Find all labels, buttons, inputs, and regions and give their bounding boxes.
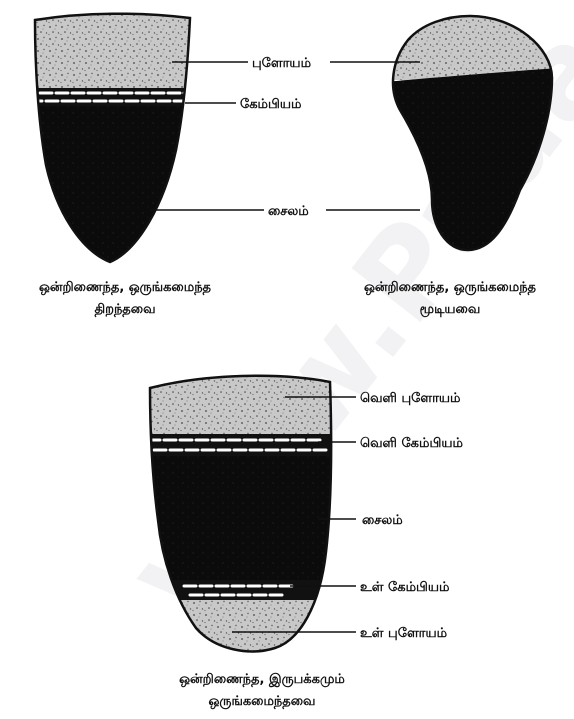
label-inner-phloem: உள் புளோயம் bbox=[360, 626, 448, 641]
caption-open-line2: திறந்தவை bbox=[94, 302, 155, 317]
caption-bicollateral-line2: ஒருங்கமைந்தவை bbox=[209, 694, 316, 709]
label-xylem: சைலம் bbox=[268, 204, 309, 219]
label-xylem-bottom: சைலம் bbox=[362, 513, 403, 528]
caption-bicollateral-line1: ஒன்றிணைந்த, இருபக்கமும் bbox=[179, 672, 345, 687]
cambium-band bbox=[20, 88, 210, 106]
bundle-collateral-open bbox=[20, 0, 210, 284]
caption-closed-line2: மூடியவை bbox=[420, 302, 481, 317]
caption-open-line1: ஒன்றிணைந்த, ஒருங்கமைந்த bbox=[39, 280, 212, 295]
caption-closed-line1: ஒன்றிணைந்த, ஒருங்கமைந்த bbox=[364, 280, 537, 295]
label-outer-phloem: வெளி புளோயம் bbox=[360, 391, 461, 406]
label-inner-cambium: உள் கேம்பியம் bbox=[360, 580, 450, 595]
xylem-region bbox=[20, 104, 210, 284]
xylem-region bbox=[140, 454, 340, 580]
label-outer-cambium: வெளி கேம்பியம் bbox=[360, 436, 463, 451]
outer-cambium-band bbox=[140, 434, 340, 456]
label-cambium: கேம்பியம் bbox=[240, 97, 302, 112]
label-phloem: புளோயம் bbox=[252, 56, 312, 71]
